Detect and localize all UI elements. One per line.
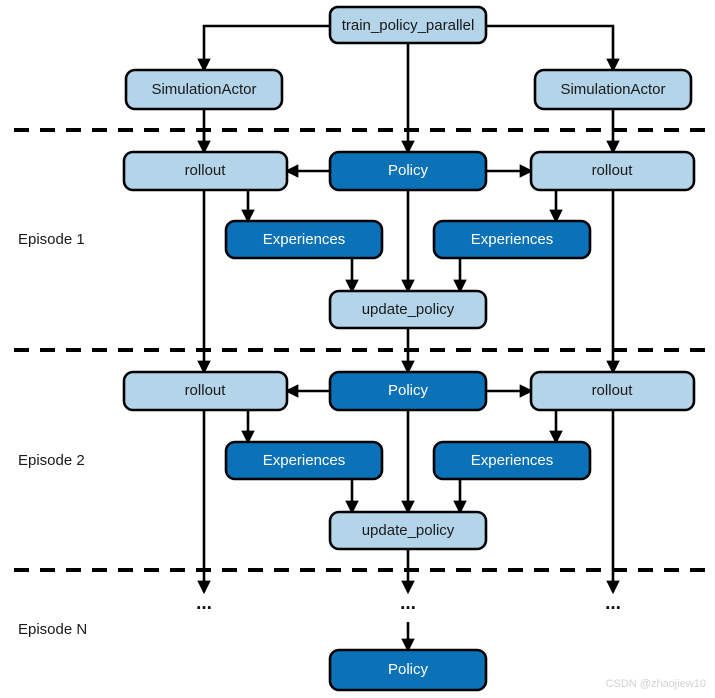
node-ep1-rollout-right[interactable]: rollout xyxy=(529,150,696,192)
node-ep1-policy-shape xyxy=(328,150,488,192)
node-ep1-rollout-right-label: rollout xyxy=(592,162,634,179)
episode-label-1: Episode 1 xyxy=(18,231,85,248)
node-ep2-experiences-left-shape xyxy=(224,440,384,481)
node-ep2-experiences-left[interactable]: Experiences xyxy=(224,440,384,481)
node-train-policy-parallel-shape xyxy=(328,5,488,45)
node-simulation-actor-right-shape xyxy=(533,68,693,111)
ellipsis-right: ... xyxy=(605,593,621,614)
node-ep2-update-policy-shape xyxy=(328,510,488,551)
node-ep1-policy-label: Policy xyxy=(388,162,429,179)
node-ep2-rollout-left-label: rollout xyxy=(185,382,227,399)
node-ep1-rollout-left-label: rollout xyxy=(185,162,227,179)
node-simulation-actor-right[interactable]: SimulationActor xyxy=(533,68,693,111)
node-ep1-experiences-right-label: Experiences xyxy=(471,231,554,248)
node-ep2-rollout-right-shape xyxy=(529,370,696,412)
divider-layer xyxy=(14,128,706,572)
episode-label-layer: Episode 1 Episode 2 Episode N xyxy=(18,231,87,638)
node-ep1-rollout-left[interactable]: rollout xyxy=(122,150,289,192)
episode-label-2: Episode 2 xyxy=(18,452,85,469)
node-layer: train_policy_parallel SimulationActor Si… xyxy=(122,5,696,692)
node-ep1-experiences-left[interactable]: Experiences xyxy=(224,219,384,260)
node-ep2-experiences-right-shape xyxy=(432,440,592,481)
node-ep2-rollout-left[interactable]: rollout xyxy=(122,370,289,412)
node-train-policy-parallel[interactable]: train_policy_parallel xyxy=(328,5,488,45)
node-final-policy[interactable]: Policy xyxy=(328,648,488,692)
node-ep2-experiences-right[interactable]: Experiences xyxy=(432,440,592,481)
ellipsis-center: ... xyxy=(400,593,416,614)
node-final-policy-label: Policy xyxy=(388,661,429,678)
ellipsis-layer: ... ... ... xyxy=(196,593,621,614)
node-final-policy-shape xyxy=(328,648,488,692)
node-ep1-experiences-left-label: Experiences xyxy=(263,231,346,248)
node-ep2-policy[interactable]: Policy xyxy=(328,370,488,412)
node-ep2-rollout-right[interactable]: rollout xyxy=(529,370,696,412)
edge-layer xyxy=(197,24,620,653)
node-simulation-actor-left[interactable]: SimulationActor xyxy=(124,68,284,111)
node-ep2-rollout-right-label: rollout xyxy=(592,382,634,399)
edge-train-to-right-actor xyxy=(486,24,620,73)
node-ep1-rollout-right-shape xyxy=(529,150,696,192)
node-ep1-experiences-right[interactable]: Experiences xyxy=(432,219,592,260)
node-ep1-update-policy[interactable]: update_policy xyxy=(328,289,488,330)
episode-label-n: Episode N xyxy=(18,621,87,638)
node-ep2-experiences-right-label: Experiences xyxy=(471,452,554,469)
node-simulation-actor-left-shape xyxy=(124,68,284,111)
node-ep2-update-policy[interactable]: update_policy xyxy=(328,510,488,551)
edge-train-to-left-actor xyxy=(197,24,330,73)
node-ep1-update-policy-label: update_policy xyxy=(362,301,455,318)
node-ep2-update-policy-label: update_policy xyxy=(362,522,455,539)
node-simulation-actor-right-label: SimulationActor xyxy=(560,81,665,98)
node-train-policy-parallel-label: train_policy_parallel xyxy=(342,17,475,34)
node-ep2-policy-shape xyxy=(328,370,488,412)
ellipsis-left: ... xyxy=(196,593,212,614)
node-ep1-experiences-right-shape xyxy=(432,219,592,260)
node-ep1-experiences-left-shape xyxy=(224,219,384,260)
node-simulation-actor-left-label: SimulationActor xyxy=(151,81,256,98)
node-ep2-rollout-left-shape xyxy=(122,370,289,412)
node-ep2-experiences-left-label: Experiences xyxy=(263,452,346,469)
node-ep1-update-policy-shape xyxy=(328,289,488,330)
node-ep1-rollout-left-shape xyxy=(122,150,289,192)
watermark: CSDN @zhaojiew10 xyxy=(606,678,706,690)
node-ep1-policy[interactable]: Policy xyxy=(328,150,488,192)
node-ep2-policy-label: Policy xyxy=(388,382,429,399)
